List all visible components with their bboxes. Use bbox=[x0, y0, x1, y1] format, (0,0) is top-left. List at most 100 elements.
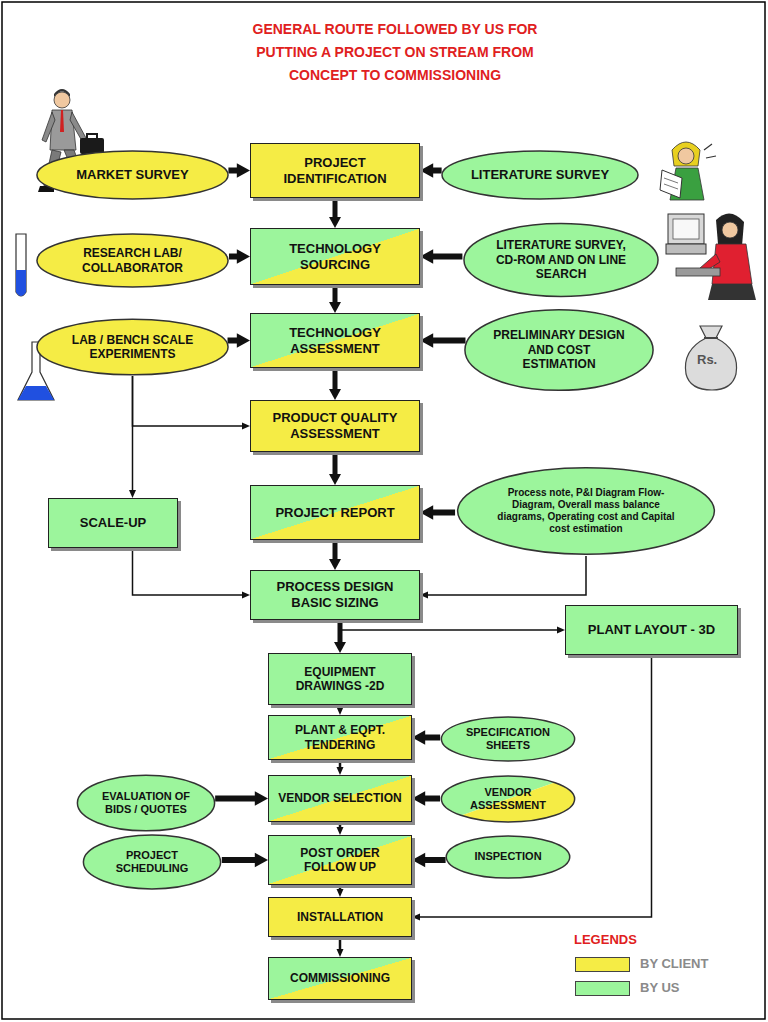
flow-arrow bbox=[329, 198, 341, 228]
process-box: INSTALLATION bbox=[268, 897, 412, 937]
node-label: POST ORDER FOLLOW UP bbox=[274, 846, 406, 875]
flow-arrow bbox=[420, 163, 442, 177]
arrow-shaft bbox=[423, 857, 446, 863]
legend-swatch bbox=[575, 957, 630, 972]
ellipse-border bbox=[446, 836, 569, 878]
ellipse-border bbox=[465, 310, 653, 391]
node-label: INSPECTION bbox=[463, 850, 554, 863]
ellipse-node: INSPECTION bbox=[445, 835, 571, 879]
process-box: EQUIPMENT DRAWINGS -2D bbox=[268, 653, 412, 705]
arrow-shaft bbox=[132, 376, 134, 492]
arrow-shaft bbox=[431, 168, 442, 174]
arrow-shaft bbox=[339, 885, 342, 891]
money-bag-icon bbox=[685, 326, 736, 390]
flow-arrow bbox=[420, 333, 465, 347]
node-label: PLANT & EQPT. TENDERING bbox=[274, 723, 406, 752]
flow-arrow bbox=[222, 853, 268, 867]
node-label: EQUIPMENT DRAWINGS -2D bbox=[274, 665, 406, 694]
ellipse-border bbox=[37, 234, 228, 287]
process-box: POST ORDER FOLLOW UP bbox=[268, 835, 412, 885]
ellipse-node: EVALUATION OF BIDS / QUOTES bbox=[76, 774, 216, 832]
flow-arrow bbox=[133, 548, 251, 599]
flow-arrow bbox=[412, 730, 440, 744]
process-box: COMMISSIONING bbox=[268, 957, 412, 1000]
ellipse-border bbox=[464, 224, 658, 297]
flow-arrow bbox=[337, 705, 344, 715]
node-label: EVALUATION OF BIDS / QUOTES bbox=[96, 790, 197, 816]
node-label: TECHNOLOGY SOURCING bbox=[256, 241, 414, 272]
arrow-shaft bbox=[133, 376, 244, 426]
ellipse-node: PRELIMINARY DESIGN AND COST ESTIMATION bbox=[463, 308, 655, 392]
arrow-shaft bbox=[133, 548, 244, 595]
currency-label: Rs. bbox=[697, 352, 717, 367]
node-label: TECHNOLOGY ASSESSMENT bbox=[256, 325, 414, 356]
arrow-shaft bbox=[228, 168, 239, 174]
node-label: MARKET SURVEY bbox=[62, 167, 202, 183]
ellipse-node: MARKET SURVEY bbox=[35, 150, 230, 200]
arrow-shaft bbox=[423, 796, 440, 802]
ellipse-node: VENDOR ASSESSMENT bbox=[440, 775, 576, 823]
node-label: INSTALLATION bbox=[274, 910, 406, 924]
legend-heading: LEGENDS bbox=[574, 932, 637, 947]
flow-arrow bbox=[329, 452, 341, 485]
arrow-shaft bbox=[339, 822, 342, 829]
ellipse-fill-us bbox=[440, 775, 576, 823]
ellipse-node: LITERATURE SURVEY bbox=[440, 150, 640, 200]
arrow-shaft bbox=[333, 452, 338, 476]
flow-arrow bbox=[329, 540, 341, 570]
ellipse-border bbox=[458, 468, 715, 554]
arrow-shaft bbox=[426, 556, 586, 595]
ellipse-node: Process note, P&I Diagram Flow-Diagram, … bbox=[455, 466, 717, 556]
ellipse-node: LITERATURE SURVEY, CD-ROM AND ON LINE SE… bbox=[462, 222, 660, 298]
ellipse-node: SPECIFICATION SHEETS bbox=[440, 716, 576, 762]
reading-woman-icon bbox=[660, 142, 716, 200]
node-label: PROJECT IDENTIFICATION bbox=[256, 155, 414, 186]
flow-arrow bbox=[229, 249, 250, 263]
flow-arrow bbox=[420, 249, 462, 263]
flow-arrow bbox=[337, 822, 344, 835]
process-box: SCALE-UP bbox=[48, 498, 178, 548]
process-box: PLANT LAYOUT - 3D bbox=[565, 605, 738, 655]
flow-arrow bbox=[215, 791, 268, 805]
ellipse-border bbox=[441, 717, 574, 761]
diagram-title: GENERAL ROUTE FOLLOWED BY US FOR PUTTING… bbox=[235, 18, 555, 87]
node-label: RESEARCH LAB/ COLLABORATOR bbox=[62, 246, 202, 275]
node-label: SPECIFICATION SHEETS bbox=[459, 726, 557, 752]
flow-arrow bbox=[337, 937, 344, 957]
arrow-shaft bbox=[229, 254, 239, 260]
arrow-shaft bbox=[423, 735, 441, 741]
arrow-shaft bbox=[418, 655, 651, 917]
computer-woman-icon bbox=[666, 213, 756, 300]
flow-arrow bbox=[337, 760, 344, 775]
flow-arrow bbox=[228, 333, 250, 347]
node-label: SCALE-UP bbox=[54, 515, 172, 531]
node-label: PRELIMINARY DESIGN AND COST ESTIMATION bbox=[490, 328, 628, 371]
node-label: PROJECT REPORT bbox=[256, 505, 414, 521]
ellipse-border bbox=[83, 835, 220, 889]
legend-text: BY CLIENT bbox=[640, 956, 708, 971]
ellipse-node: LAB / BENCH SCALE EXPERIMENTS bbox=[35, 318, 230, 376]
arrow-shaft bbox=[431, 338, 466, 344]
process-box: PRODUCT QUALITY ASSESSMENT bbox=[250, 400, 420, 452]
flow-arrow bbox=[412, 791, 440, 805]
arrow-shaft bbox=[215, 796, 257, 802]
arrow-shaft bbox=[340, 620, 559, 630]
flow-arrow bbox=[420, 505, 455, 519]
process-box: PROJECT IDENTIFICATION bbox=[250, 143, 420, 198]
flow-arrow bbox=[420, 556, 586, 599]
process-box: TECHNOLOGY SOURCING bbox=[250, 228, 420, 285]
arrow-shaft bbox=[339, 937, 342, 951]
legend-swatch bbox=[575, 981, 630, 996]
process-box: PROCESS DESIGN BASIC SIZING bbox=[250, 570, 420, 620]
ellipse-node: PROJECT SCHEDULING bbox=[82, 834, 222, 890]
flow-arrow bbox=[129, 376, 136, 498]
flow-arrow bbox=[329, 285, 341, 313]
flow-arrow bbox=[340, 620, 565, 634]
ellipse-border bbox=[37, 151, 228, 199]
ellipse-border bbox=[441, 776, 574, 822]
arrow-shaft bbox=[339, 705, 342, 709]
node-label: VENDOR SELECTION bbox=[274, 791, 406, 805]
arrow-shaft bbox=[431, 510, 456, 516]
